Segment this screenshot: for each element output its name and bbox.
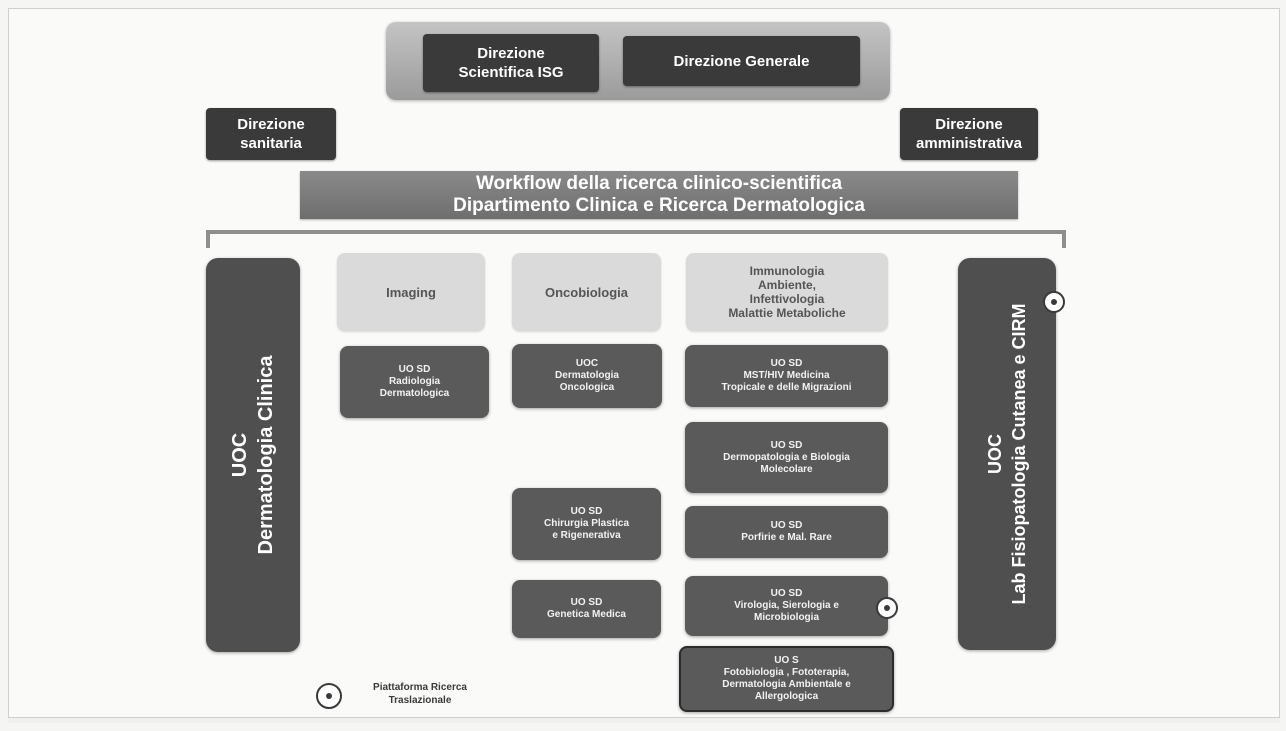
dept-immunologia-line1: Immunologia bbox=[749, 264, 825, 278]
dept-immunologia-line4: Malattie Metaboliche bbox=[728, 306, 846, 320]
unit-radiologia-line3: Dermatologica bbox=[379, 388, 450, 399]
unit-dermopatologia-line2: Dermopatologia e Biologia bbox=[723, 451, 850, 463]
direzione-amministrativa-line2: amministrativa bbox=[916, 135, 1022, 152]
uoc-lab-fisiopatologia-text: UOC Lab Fisiopatologia Cutanea e CIRM bbox=[983, 303, 1031, 604]
bracket-left-tick bbox=[206, 230, 210, 248]
unit-dermopatologia-line1: UO SD bbox=[770, 439, 803, 451]
dept-immunologia-line2: Ambiente, bbox=[757, 278, 816, 292]
bracket-right-tick bbox=[1062, 230, 1066, 248]
uoc-lab-fisiopatologia-line1: UOC bbox=[985, 434, 1005, 474]
frame-bottom-edge bbox=[8, 717, 1280, 723]
unit-chirurgia-line3: e Rigenerativa bbox=[552, 530, 621, 541]
unit-chirurgia-plastica: UO SD Chirurgia Plastica e Rigenerativa bbox=[512, 488, 661, 560]
unit-dermopatologia: UO SD Dermopatologia e Biologia Molecola… bbox=[685, 422, 888, 493]
unit-mst-hiv-line1: UO SD bbox=[770, 358, 803, 369]
uoc-dermatologia-clinica-line2: Dermatologia Clinica bbox=[255, 355, 277, 555]
unit-mst-hiv: UO SD MST/HIV Medicina Tropicale e delle… bbox=[685, 345, 888, 407]
unit-fotobiologia: UO S Fotobiologia , Fototerapia, Dermato… bbox=[679, 646, 894, 712]
direzione-generale-box: Direzione Generale bbox=[623, 36, 860, 86]
dept-imaging-label: Imaging bbox=[386, 284, 436, 300]
unit-dermatologia-oncologica-line1: UOC bbox=[575, 358, 599, 369]
unit-chirurgia-line2: Chirurgia Plastica bbox=[543, 518, 630, 529]
dept-imaging: Imaging bbox=[337, 253, 485, 331]
platform-marker-icon bbox=[1043, 291, 1065, 313]
platform-marker-icon bbox=[876, 597, 898, 619]
dept-immunologia-line3: Infettivologia bbox=[749, 292, 825, 306]
direzione-amministrativa-box: Direzione amministrativa bbox=[900, 108, 1038, 160]
unit-fotobiologia-line4: Allergologica bbox=[754, 691, 819, 702]
unit-dermopatologia-line3: Molecolare bbox=[760, 463, 813, 475]
uoc-dermatologia-clinica-line1: UOC bbox=[229, 432, 251, 478]
uoc-dermatologia-clinica-text: UOC Dermatologia Clinica bbox=[227, 356, 279, 555]
unit-mst-hiv-line2: MST/HIV Medicina bbox=[743, 370, 830, 381]
legend-platform-icon bbox=[316, 683, 342, 709]
unit-chirurgia-line1: UO SD bbox=[570, 506, 603, 517]
uoc-dermatologia-clinica-bar: UOC Dermatologia Clinica bbox=[206, 258, 300, 652]
unit-virologia: UO SD Virologia, Sierologia e Microbiolo… bbox=[685, 576, 888, 636]
unit-virologia-line3: Microbiologia bbox=[754, 612, 819, 623]
unit-radiologia-line1: UO SD bbox=[398, 364, 431, 375]
unit-fotobiologia-line2: Fotobiologia , Fototerapia, bbox=[723, 667, 850, 678]
unit-porfirie-line1: UO SD bbox=[770, 520, 803, 531]
unit-virologia-line2: Virologia, Sierologia e bbox=[734, 600, 839, 611]
unit-radiologia-line2: Radiologia bbox=[388, 376, 441, 387]
dept-oncobiologia-label: Oncobiologia bbox=[544, 284, 629, 300]
direzione-sanitaria-line1: Direzione bbox=[237, 116, 305, 133]
bracket-line bbox=[206, 230, 1066, 234]
legend-label: Piattaforma Ricerca Traslazionale bbox=[346, 681, 494, 707]
unit-porfirie: UO SD Porfirie e Mal. Rare bbox=[685, 506, 888, 558]
direzione-sanitaria-line2: sanitaria bbox=[240, 135, 302, 152]
unit-virologia-line1: UO SD bbox=[770, 588, 803, 599]
unit-porfirie-line2: Porfirie e Mal. Rare bbox=[741, 532, 832, 543]
dept-oncobiologia: Oncobiologia bbox=[512, 253, 661, 331]
unit-dermatologia-oncologica-line2: Dermatologia bbox=[555, 370, 619, 381]
workflow-subtitle: Dipartimento Clinica e Ricerca Dermatolo… bbox=[453, 195, 865, 216]
direzione-scientifica-line2: Scientifica ISG bbox=[458, 64, 564, 81]
direzione-amministrativa-line1: Direzione bbox=[935, 116, 1003, 133]
legend-label-line2: Traslazionale bbox=[388, 695, 452, 706]
uoc-lab-fisiopatologia-line2: Lab Fisiopatologia Cutanea e CIRM bbox=[1009, 303, 1029, 605]
dept-immunologia: Immunologia Ambiente, Infettivologia Mal… bbox=[686, 253, 888, 331]
legend-label-line1: Piattaforma Ricerca bbox=[373, 682, 467, 693]
workflow-banner: Workflow della ricerca clinico-scientifi… bbox=[300, 171, 1018, 219]
unit-fotobiologia-line3: Dermatologia Ambientale e bbox=[722, 679, 851, 690]
unit-dermatologia-oncologica: UOC Dermatologia Oncologica bbox=[512, 344, 662, 408]
direzione-scientifica-line1: Direzione bbox=[477, 45, 545, 62]
unit-mst-hiv-line3: Tropicale e delle Migrazioni bbox=[721, 382, 852, 393]
unit-genetica-medica: UO SD Genetica Medica bbox=[512, 580, 661, 638]
unit-dermatologia-oncologica-line3: Oncologica bbox=[559, 382, 615, 393]
unit-genetica-line1: UO SD bbox=[570, 597, 603, 608]
workflow-title: Workflow della ricerca clinico-scientifi… bbox=[475, 173, 843, 194]
unit-fotobiologia-line1: UO S bbox=[774, 655, 799, 666]
direzione-generale-label: Direzione Generale bbox=[673, 52, 810, 70]
direzione-scientifica-box: Direzione Scientifica ISG bbox=[423, 34, 599, 92]
direzione-sanitaria-box: Direzione sanitaria bbox=[206, 108, 336, 160]
uoc-lab-fisiopatologia-bar: UOC Lab Fisiopatologia Cutanea e CIRM bbox=[958, 258, 1056, 650]
unit-genetica-line2: Genetica Medica bbox=[547, 609, 626, 620]
unit-radiologia-dermatologica: UO SD Radiologia Dermatologica bbox=[340, 346, 489, 418]
